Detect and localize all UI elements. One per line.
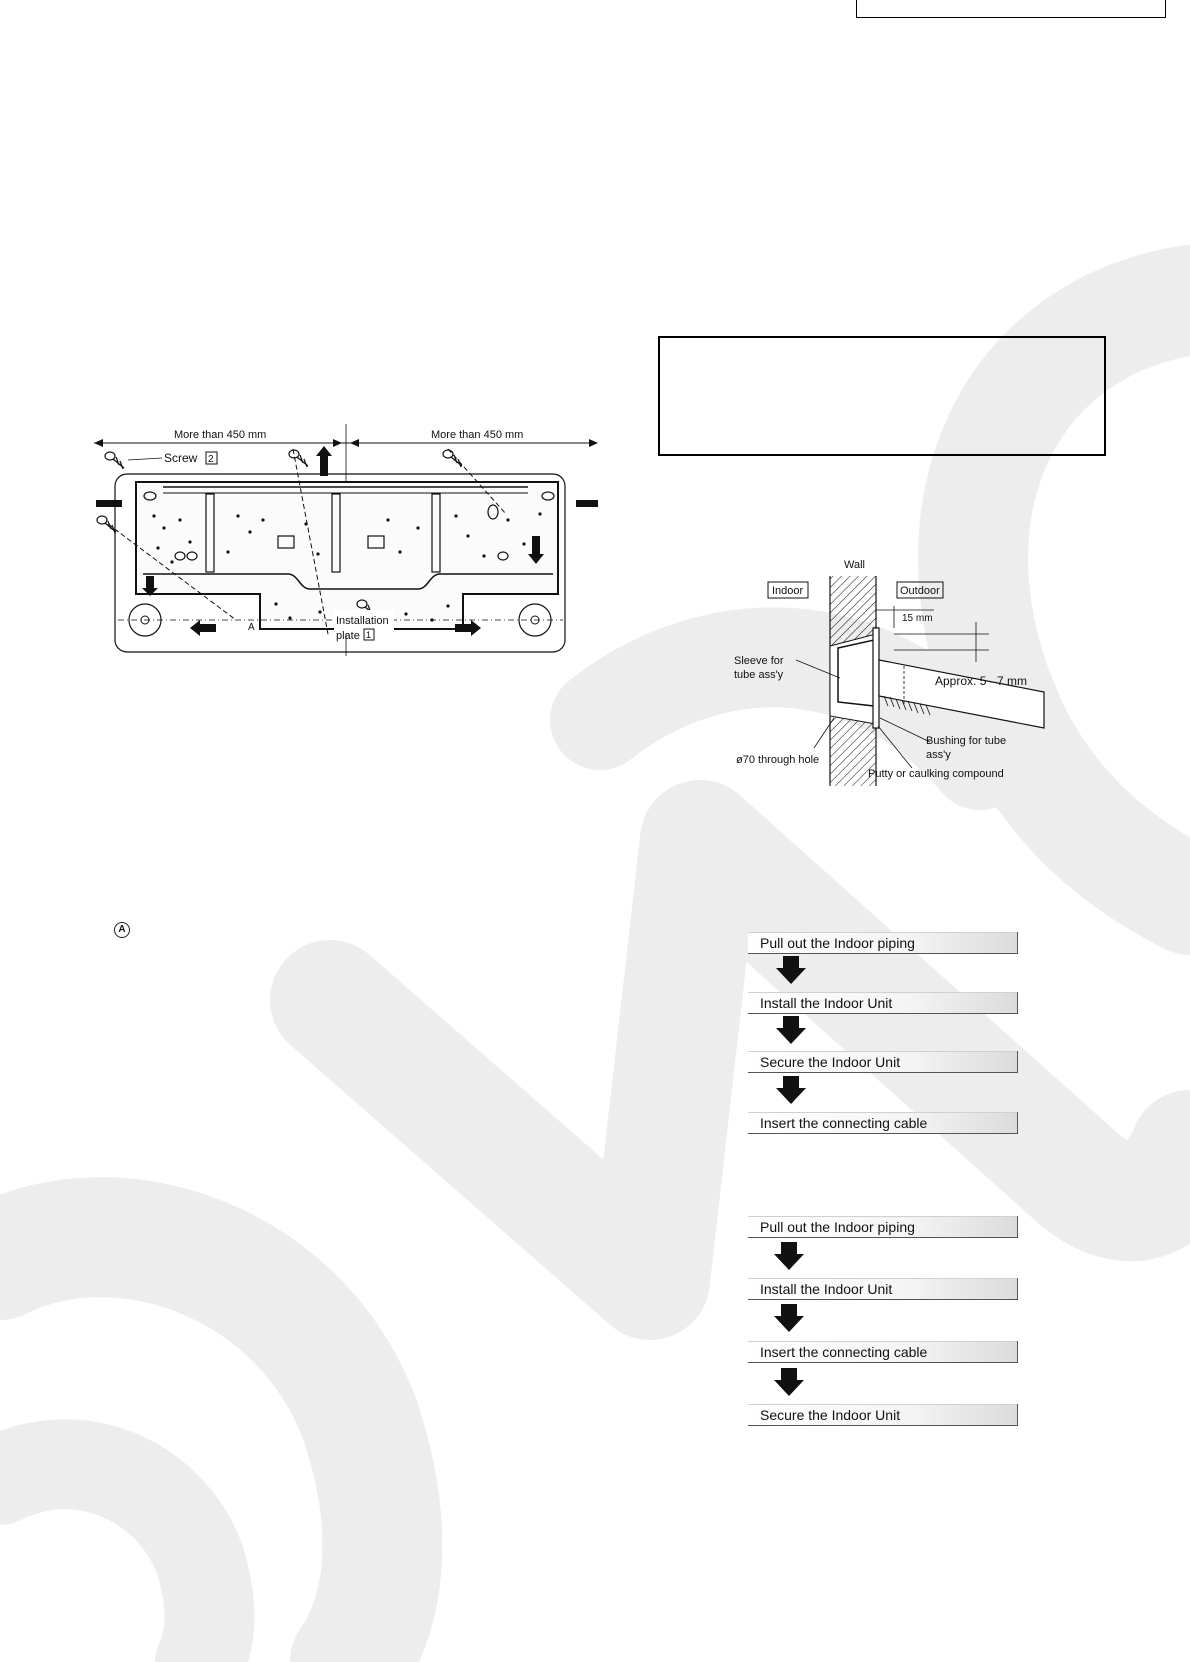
- wall-mark-left: [96, 500, 122, 507]
- plate-holes: [152, 512, 542, 622]
- note-box: [658, 336, 1106, 456]
- wall-mark-right: [576, 500, 598, 507]
- bushing: [872, 627, 880, 729]
- flow1-step-4: Insert the connecting cable: [748, 1112, 1018, 1134]
- sleeve-label-line2: tube ass'y: [734, 669, 784, 681]
- bushing-label-line2: ass'y: [926, 749, 951, 761]
- dimension-arrow-center-left: [333, 439, 342, 447]
- circled-a-marker: A: [114, 922, 130, 938]
- arrow-down-icon: [142, 576, 158, 596]
- flow2-step-4: Secure the Indoor Unit: [748, 1404, 1018, 1426]
- plate-tab-2: [367, 535, 385, 549]
- plate-ovals: [143, 491, 555, 561]
- dimension-label-left: More than 450 mm: [174, 429, 266, 441]
- dim-15mm: 15 mm: [902, 613, 933, 624]
- tube: [878, 659, 1045, 729]
- flow2-step-3: Insert the connecting cable: [748, 1341, 1018, 1363]
- plate-slot-1: [205, 493, 215, 573]
- installation-label: Installation: [336, 615, 389, 627]
- plate-number: 1: [366, 630, 371, 640]
- watermark-arc-lower-left: [0, 1177, 443, 1662]
- arrow-down-icon: [774, 1368, 804, 1396]
- sleeve-label-line1: Sleeve for: [734, 655, 784, 667]
- plate-outline: [114, 473, 566, 653]
- plate-label: plate: [336, 630, 360, 642]
- flow1-step-2: Install the Indoor Unit: [748, 992, 1018, 1014]
- plate-slot-2: [331, 493, 341, 573]
- through-hole-label: ø70 through hole: [736, 754, 819, 766]
- outdoor-label: Outdoor: [900, 585, 940, 597]
- wall-sleeve-figure: Wall Indoor Outdoor 15 mm Approx. 5 -: [734, 559, 1045, 786]
- bushing-label-line1: Bushing for tube: [926, 735, 1006, 747]
- guide-dash-center: [292, 448, 329, 635]
- dimension-arrow-right: [589, 439, 598, 447]
- arrow-down-icon: [776, 956, 806, 984]
- arrow-right-icon: [455, 620, 481, 636]
- flow1-step-1: Pull out the Indoor piping: [748, 932, 1018, 954]
- screw-number: 2: [208, 454, 214, 465]
- flow2-step-1: Pull out the Indoor piping: [748, 1216, 1018, 1238]
- screw-label: Screw: [164, 451, 198, 465]
- plate-slot-3: [431, 493, 441, 573]
- marker-a-label: A: [248, 622, 255, 633]
- arrow-down-icon: [528, 536, 544, 564]
- dimension-arrow-left: [94, 439, 103, 447]
- approx-dimension: Approx. 5 - 7 mm: [935, 674, 1027, 688]
- guide-dash-right: [447, 448, 507, 515]
- arrow-down-icon: [774, 1242, 804, 1270]
- dimension-label-right: More than 450 mm: [431, 429, 523, 441]
- wall-label: Wall: [844, 559, 865, 571]
- arrow-down-icon: [774, 1304, 804, 1332]
- watermark-arc-inner-left: [0, 1419, 255, 1662]
- dimension-arrow-center-right: [350, 439, 359, 447]
- flow1-step-3: Secure the Indoor Unit: [748, 1051, 1018, 1073]
- plate-body: [135, 481, 559, 630]
- watermark-stroke-middle: [270, 780, 1190, 1340]
- guide-dash-left: [107, 523, 237, 621]
- header-label-box: [856, 0, 1166, 18]
- screw-icon: [96, 449, 463, 617]
- arrow-down-icon: [776, 1016, 806, 1044]
- arrow-left-icon: [190, 620, 216, 636]
- flow2-step-2: Install the Indoor Unit: [748, 1278, 1018, 1300]
- installation-plate-figure: More than 450 mm More than 450 mm: [94, 424, 598, 656]
- sleeve: [837, 639, 875, 707]
- arrow-down-icon: [776, 1076, 806, 1104]
- indoor-label: Indoor: [772, 585, 804, 597]
- putty-label: Putty or caulking compound: [868, 768, 1004, 780]
- watermark-arc-right: [918, 245, 1190, 955]
- plate-tab-1: [277, 535, 295, 549]
- arrow-up-icon: [316, 446, 332, 476]
- plate-lower-rail: [143, 573, 553, 590]
